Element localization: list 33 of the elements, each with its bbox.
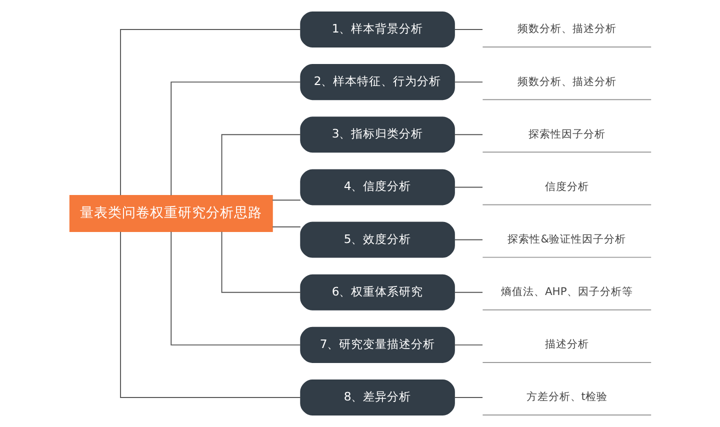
connector — [454, 239, 483, 240]
node-box: 7、研究变量描述分析 — [300, 326, 454, 363]
node-text: 频数分析、描述分析 — [516, 22, 616, 36]
connector — [120, 29, 300, 196]
connector — [454, 344, 483, 346]
node-text: 信度分析 — [544, 180, 588, 193]
connector — [170, 82, 300, 196]
connector — [454, 397, 483, 398]
node-box: 8、差异分析 — [300, 380, 454, 416]
connector — [272, 200, 300, 201]
connector — [170, 231, 300, 346]
node-text: 探索性因子分析 — [528, 127, 605, 140]
node-box: 5、效度分析 — [300, 222, 454, 258]
node-text: 熵值法、AHP、因子分析等 — [500, 285, 632, 298]
node-box: 1、样本背景分析 — [300, 11, 454, 48]
node-box: 6、权重体系研究 — [300, 274, 454, 310]
node-box: 4、信度分析 — [300, 169, 454, 206]
connector — [454, 134, 483, 136]
node-text: 描述分析 — [544, 338, 588, 351]
connector — [454, 82, 483, 83]
connector — [454, 186, 483, 188]
connector — [454, 29, 483, 30]
connector — [120, 231, 300, 398]
node-text: 方差分析、t检验 — [526, 390, 607, 404]
node-text: 频数分析、描述分析 — [516, 74, 616, 88]
connector — [454, 292, 483, 293]
node-text: 探索性&验证性因子分析 — [507, 232, 626, 246]
connector — [220, 231, 301, 293]
connector — [220, 134, 301, 196]
node-box: 2、样本特征、行为分析 — [300, 64, 454, 100]
node-box: 3、指标归类分析 — [300, 116, 454, 153]
connector — [272, 226, 300, 228]
node-box: 量表类问卷权重研究分析思路 — [68, 195, 272, 232]
